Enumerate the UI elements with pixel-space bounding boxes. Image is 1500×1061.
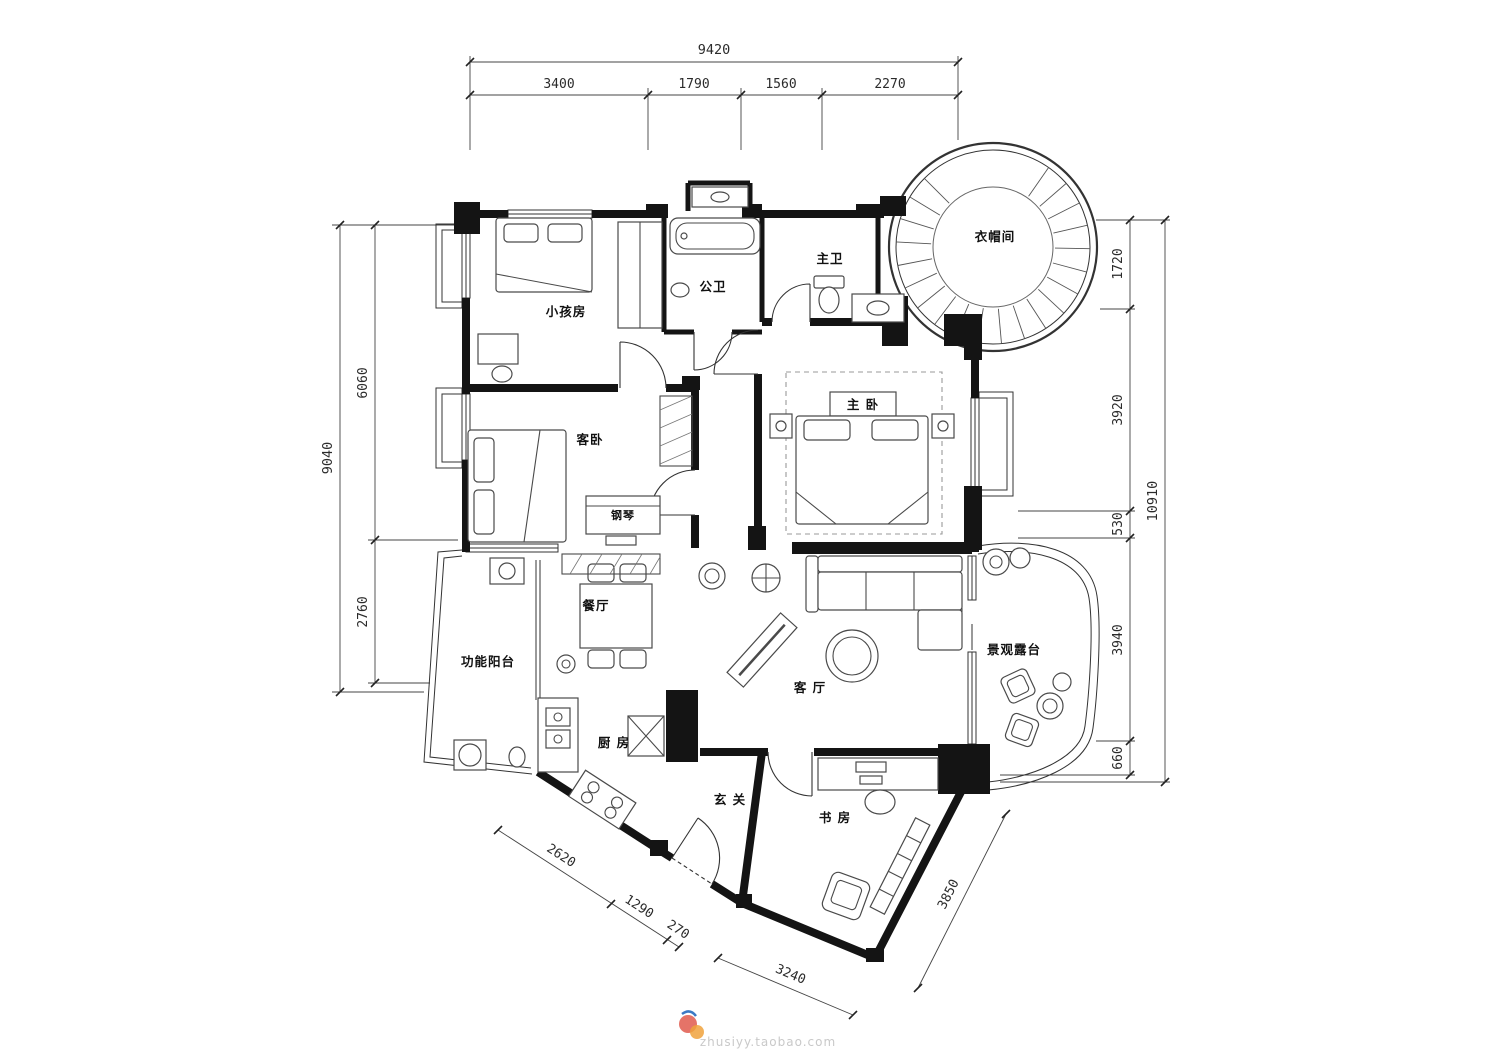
balcony-furniture [453, 557, 526, 771]
dim-top-3: 1560 [765, 77, 796, 92]
room-labels: 小孩房 公卫 主卫 衣帽间 主 卧 客卧 钢琴 餐厅 客 厅 功能阳台 厨 房 … [461, 229, 1041, 825]
dim-bottom-5: 3850 [935, 877, 963, 912]
dim-right-1: 1720 [1111, 248, 1126, 279]
dim-right-4: 3940 [1111, 624, 1126, 655]
label-cloakroom: 衣帽间 [975, 229, 1016, 244]
dimension-right: 1720 3920 530 3940 660 10910 [1000, 215, 1170, 787]
label-kitchen: 厨 房 [598, 735, 630, 750]
watermark-logo-icon-3 [681, 1010, 697, 1017]
children-room-furniture [477, 217, 663, 383]
label-children-room: 小孩房 [545, 304, 587, 319]
dim-top-1: 3400 [543, 77, 574, 92]
dim-right-3: 530 [1111, 512, 1126, 535]
guest-bedroom-furniture [467, 395, 693, 546]
label-terrace: 景观露台 [987, 642, 1041, 657]
terrace-railing [977, 542, 1100, 791]
watermark: zhusiyy.taobao.com [679, 1010, 836, 1049]
watermark-text: zhusiyy.taobao.com [700, 1035, 836, 1049]
doors [619, 283, 813, 885]
walls [454, 180, 990, 962]
master-bath-furniture [813, 275, 905, 323]
label-master-bath: 主卫 [816, 251, 843, 266]
dim-left-1: 6060 [356, 367, 371, 398]
cloakroom-structure [887, 141, 1099, 353]
study-furniture [817, 757, 939, 921]
dim-right-total: 10910 [1145, 481, 1161, 522]
kitchen-furniture [537, 697, 665, 830]
label-master-bedroom: 主 卧 [847, 397, 879, 412]
dining-furniture [556, 553, 661, 674]
label-living: 客 厅 [793, 680, 826, 695]
terrace-furniture [982, 547, 1072, 748]
dim-bottom-1: 2620 [544, 841, 578, 871]
dimension-top: 9420 3400 1790 1560 2270 [465, 42, 963, 150]
dim-right-5: 660 [1111, 746, 1126, 769]
dim-top-total: 9420 [698, 42, 731, 58]
dim-top-4: 2270 [874, 77, 905, 92]
master-bedroom-furniture [769, 371, 955, 535]
public-bath-furniture [669, 186, 761, 298]
label-dining: 餐厅 [581, 598, 609, 613]
label-balcony: 功能阳台 [461, 654, 515, 669]
cloakroom-fan-lines [896, 167, 1091, 344]
label-piano: 钢琴 [611, 508, 635, 522]
dim-top-2: 1790 [678, 77, 709, 92]
columns [454, 196, 990, 962]
dim-right-2: 3920 [1111, 394, 1126, 425]
label-study: 书 房 [819, 810, 851, 825]
dim-left-2: 2760 [356, 596, 371, 627]
label-public-bath: 公卫 [699, 279, 726, 294]
label-guest-bedroom: 客卧 [575, 432, 603, 447]
living-room-furniture [698, 555, 963, 688]
label-entry: 玄 关 [714, 792, 746, 807]
dim-bottom-2: 1290 [622, 892, 656, 922]
watermark-logo-icon-2 [690, 1025, 704, 1039]
dimension-left: 9040 6060 2760 [320, 220, 460, 697]
dim-left-total: 9040 [320, 442, 336, 475]
furniture [453, 186, 1072, 921]
